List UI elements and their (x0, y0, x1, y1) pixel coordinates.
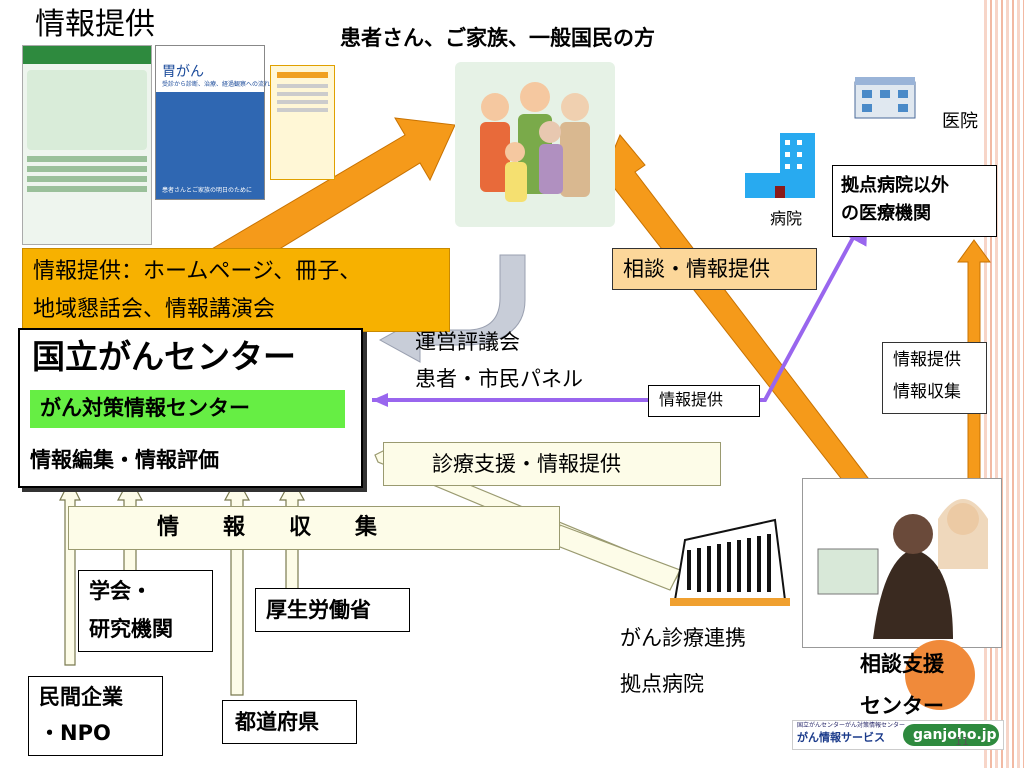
orange-circle-decoration (905, 640, 975, 710)
consult-center-line1: 相談支援 (860, 652, 944, 676)
page-number: 11 (955, 735, 969, 748)
consult-info-box: 相談・情報提供 (612, 248, 817, 290)
banner-line1: 情報提供：ホームページ、冊子、 (33, 259, 362, 284)
clinical-support-box: 診療支援・情報提供 (383, 442, 721, 486)
logo-service-text: がん情報サービス (797, 731, 885, 744)
cancer-hospital-line1: がん診療連携 (620, 626, 746, 650)
family-illustration (455, 62, 615, 227)
consult-center-illustration (802, 478, 1002, 648)
brochure-stomach-cancer: 胃がん 受診から診断、治療、経過観察への流れ 患者さんとご家族の明日のために (155, 45, 271, 200)
hospital-building-icon (745, 128, 820, 200)
ncc-edit-eval: 情報編集・情報評価 (30, 448, 219, 472)
leaflet-screenshot (270, 65, 335, 180)
info-provision-title: 情報提供 (35, 7, 155, 42)
hospital-label: 病院 (770, 209, 803, 228)
info-collect-label: 情報収集 (893, 382, 961, 402)
ncc-box: 国立がんセンター がん対策情報センター 情報編集・情報評価 (18, 328, 363, 488)
brochure-footer: 患者さんとご家族の明日のために (162, 187, 253, 195)
mhlw-box: 厚生労働省 (255, 588, 410, 632)
audience-title: 患者さん、ご家族、一般国民の方 (340, 26, 655, 50)
info-collection-ribbon: 情 報 収 集 (68, 506, 560, 550)
brochure-subtitle: 受診から診断、治療、経過観察への流れ (162, 81, 271, 89)
non-base-hospital-box: 拠点病院以外 の医療機関 (832, 165, 997, 237)
consult-center-line2: センター (860, 694, 944, 718)
arrow-family-to-ncc (378, 254, 526, 363)
prefecture-box: 都道府県 (222, 700, 357, 744)
academia-line2: 研究機関 (89, 617, 173, 641)
info-provision-banner: 情報提供：ホームページ、冊子、 地域懇話会、情報講演会 (22, 248, 450, 332)
ganjoho-logo: 国立がんセンターがん対策情報センター がん情報サービス ganjoho.jp (792, 720, 1004, 750)
academia-line1: 学会・ (89, 579, 152, 603)
clinic-building-icon (850, 72, 925, 120)
clinic-label: 医院 (942, 111, 978, 132)
website-screenshot (22, 45, 152, 245)
info-supply-collect-box: 情報提供 情報収集 (882, 342, 987, 414)
company-line2: ・NPO (39, 721, 111, 745)
brochure-title: 胃がん (162, 64, 204, 80)
logo-small-text: 国立がんセンターがん対策情報センター (797, 722, 906, 729)
council-line2: 患者・市民パネル (415, 367, 583, 391)
info-supply-label: 情報提供 (893, 350, 961, 370)
company-npo-box: 民間企業 ・NPO (28, 676, 163, 756)
company-line1: 民間企業 (39, 685, 123, 709)
banner-line2: 地域懇話会、情報講演会 (33, 297, 276, 322)
ncc-title: 国立がんセンター (32, 337, 296, 376)
cancer-hospital-line2: 拠点病院 (620, 672, 704, 696)
cancer-info-center-badge: がん対策情報センター (30, 390, 345, 428)
logo-url-badge: ganjoho.jp (903, 724, 999, 746)
cancer-hospital-building-icon (665, 510, 795, 610)
academia-box: 学会・ 研究機関 (78, 570, 213, 652)
council-line1: 運営評議会 (415, 330, 520, 354)
info-provision-small-box: 情報提供 (648, 385, 760, 417)
